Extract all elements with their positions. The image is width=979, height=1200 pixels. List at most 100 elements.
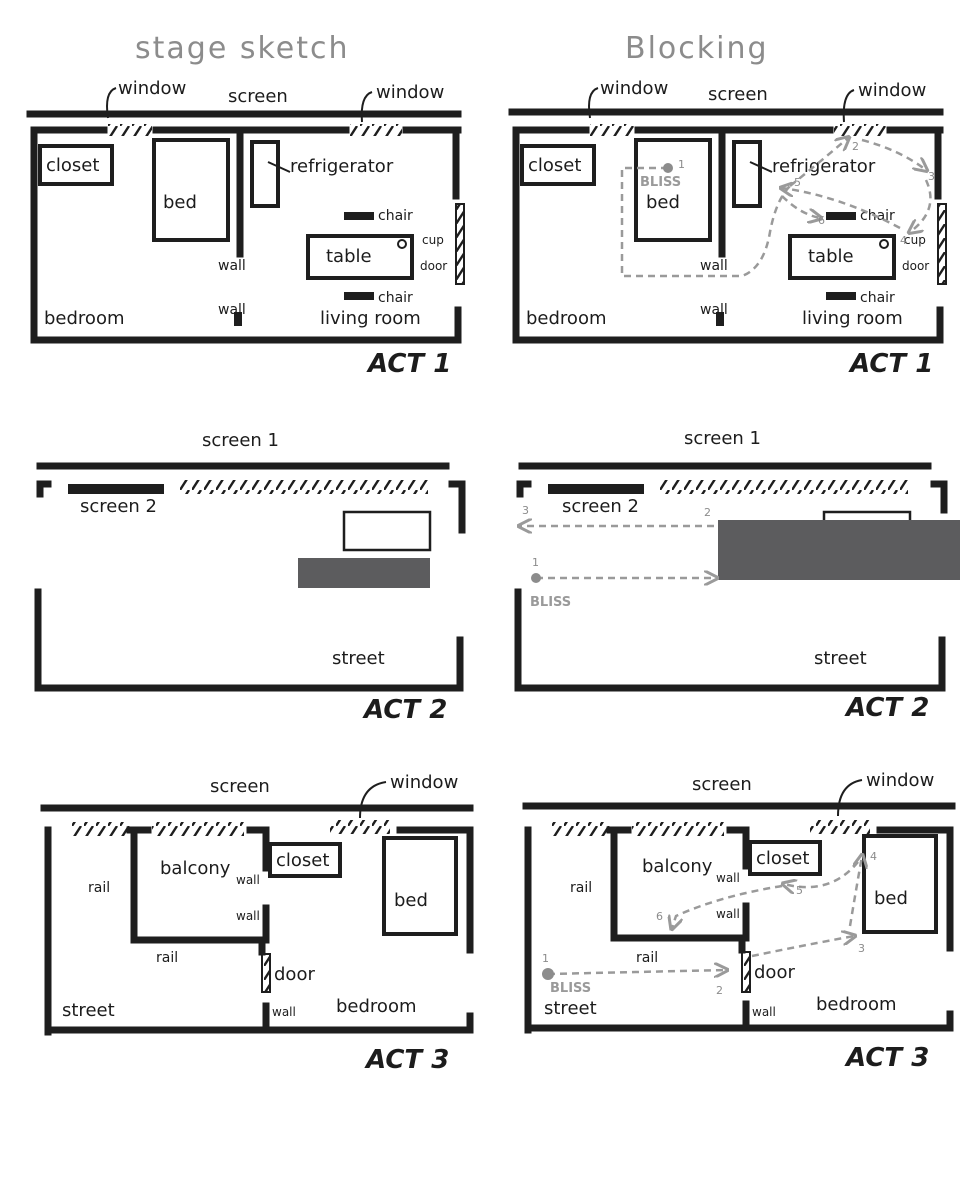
act1b-table: [788, 234, 896, 280]
act1-refrigerator-label: refrigerator: [290, 156, 394, 177]
act3b-balcony-wall: [726, 826, 750, 870]
act1b-closet-label: closet: [528, 155, 581, 176]
act2-blocking: screen 1 screen 2 street ACT 2 BLISS 1 2…: [514, 428, 960, 723]
act3-balcony-label: balcony: [160, 858, 231, 879]
act2b-screen1-label: screen 1: [684, 428, 761, 449]
act3b-hatch-2: [632, 822, 724, 836]
act3-rail-label-1: rail: [88, 880, 110, 896]
act1-window-left-leader: [106, 87, 117, 119]
act1b-window-right: [834, 124, 886, 136]
act3b-blocking-path-5: [672, 884, 783, 928]
act1-wall-label: wall: [218, 258, 246, 274]
act3b-closet-label: closet: [756, 848, 809, 869]
act3b-wall-label-2: wall: [716, 907, 740, 921]
act3-wall-label-1: wall: [236, 873, 260, 887]
act3-hatch-1: [70, 822, 130, 836]
act1b-bed: [634, 138, 712, 242]
act2b-step-2: 2: [704, 506, 711, 519]
act1b-chair-bottom: [826, 292, 856, 300]
act1b-bedroom-label: bedroom: [526, 308, 607, 329]
act3-window-label: window: [390, 772, 458, 793]
act3-floor: [44, 1012, 474, 1034]
act1b-blocking-path-3: [861, 138, 926, 170]
act1-screen-label: screen: [228, 86, 288, 107]
act3-rail-label-2: rail: [156, 950, 178, 966]
act1b-window-right-label: window: [858, 80, 926, 101]
act3b-step-5: 5: [796, 884, 803, 897]
act3-wall-label-3: wall: [272, 1005, 296, 1019]
act3b-balcony-label: balcony: [642, 856, 713, 877]
act3b-wall-label-1: wall: [716, 871, 740, 885]
act3-blocking: screen window closet bed balcony rail ra…: [522, 770, 956, 1073]
act1b-blocking-path-2: [789, 138, 848, 187]
act3-window-leader: [359, 781, 387, 819]
act3-balcony-rail: [126, 826, 266, 956]
act1b-wall-label: wall: [700, 258, 728, 274]
act2-screen2-bar: [68, 484, 164, 494]
act2b-street-label: street: [814, 648, 867, 669]
act2b-solid-platform: [718, 520, 960, 580]
act2b-label: ACT 2: [844, 693, 929, 723]
act2-sketch: screen 1 screen 2 street ACT 2: [34, 430, 466, 725]
act1-door: [455, 203, 465, 285]
act1b-window-left: [590, 124, 634, 136]
act2-hatched-backdrop: [178, 480, 428, 494]
act1b-door-label: door: [902, 259, 929, 273]
act3-right-wall: [396, 826, 474, 954]
act1b-step-5: 5: [794, 176, 801, 189]
act2b-corner-right: [930, 480, 948, 514]
act1-chair-top-label: chair: [378, 208, 413, 224]
act1b-chair-top: [826, 212, 856, 220]
act3b-door: [741, 951, 751, 993]
act1-wall-stub: [234, 312, 242, 326]
act3-label: ACT 3: [364, 1045, 449, 1075]
act3-sketch: screen window closet bed balcony rail ra…: [40, 772, 474, 1075]
act2-corner-right: [448, 480, 466, 534]
act1b-bliss-marker: [663, 163, 673, 173]
act1-refrigerator: [250, 140, 280, 208]
act1b-step-4: 4: [900, 234, 907, 247]
act3-bed: [382, 836, 458, 936]
act1b-window-left-label: window: [600, 78, 668, 99]
act1b-wall-label-2: wall: [700, 302, 728, 318]
act2b-screen2-label: screen 2: [562, 496, 639, 517]
act3b-bed-label: bed: [874, 888, 908, 909]
act1b-window-right-leader: [842, 89, 855, 123]
act1-blocking: screen window window closet bed wall wal…: [508, 78, 947, 379]
act1-door-label: door: [420, 259, 447, 273]
act3b-balcony-rail: [606, 826, 746, 954]
act2-label: ACT 2: [362, 695, 447, 725]
act1-chair-top: [344, 212, 374, 220]
act2-screen1-label: screen 1: [202, 430, 279, 451]
act3-bedroom-label: bedroom: [336, 996, 417, 1017]
act3-screen-label: screen: [210, 776, 270, 797]
act1-window-right-label: window: [376, 82, 444, 103]
act1b-closet: [520, 144, 596, 186]
act2b-step-1: 1: [532, 556, 539, 569]
heading-stage-sketch: stage sketch: [135, 31, 349, 66]
act2b-floor-wall: [514, 588, 946, 692]
act2b-bliss-marker: [531, 573, 541, 583]
act3b-screen-label: screen: [692, 774, 752, 795]
act3-hatch-2: [152, 822, 244, 836]
act2-solid-platform: [298, 558, 430, 588]
act3b-hatch-1: [550, 822, 610, 836]
act1-table: [306, 234, 414, 280]
act1b-window-left-leader: [588, 87, 599, 119]
act2b-step-3: 3: [522, 504, 529, 517]
act1b-refrigerator-label: refrigerator: [772, 156, 876, 177]
act3b-wall-label-3: wall: [752, 1005, 776, 1019]
act2-platform-outline: [342, 510, 432, 552]
act3b-bedroom-label: bedroom: [816, 994, 897, 1015]
act3b-step-4: 4: [870, 850, 877, 863]
act3-door-label: door: [274, 964, 315, 985]
act1b-refrigerator: [732, 140, 762, 208]
act2-corner-left: [36, 480, 52, 498]
act2b-screen2-bar: [548, 484, 644, 494]
act1-outer-wall: [30, 126, 462, 344]
act1-closet: [38, 144, 114, 186]
act3b-window-hatch: [810, 820, 870, 834]
act3b-bed: [862, 834, 938, 934]
act1-wall-label-2: wall: [218, 302, 246, 318]
act1b-screen-label: screen: [708, 84, 768, 105]
